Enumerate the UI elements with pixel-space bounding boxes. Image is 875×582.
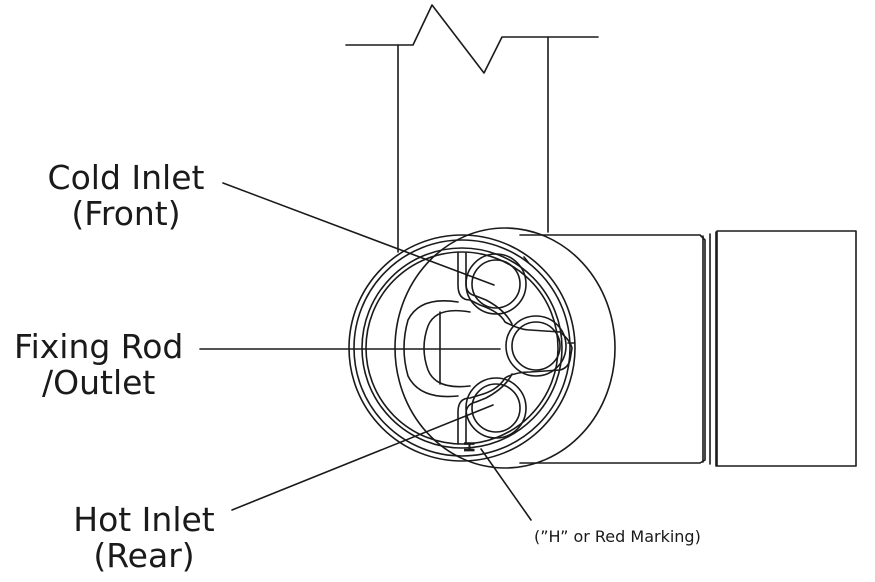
- drum-back-ellipse: [394, 227, 616, 469]
- fixing-rod-label: Fixing Rod /Outlet: [14, 329, 183, 401]
- outlet-recess: [403, 300, 459, 398]
- hot-inlet-leader: [231, 404, 494, 511]
- face-ring-2: [353, 239, 571, 457]
- face-tick-top: [523, 256, 529, 263]
- cold-inlet-label-line1: Cold Inlet: [47, 158, 205, 197]
- cold-inlet-port-outer: [465, 253, 527, 315]
- cold-inlet-label-line2: (Front): [71, 194, 181, 233]
- fixing-rod-label-line2: /Outlet: [42, 363, 156, 402]
- hot-inlet-port-outer: [465, 377, 527, 439]
- hot-inlet-label: Hot Inlet (Rear): [72, 502, 216, 574]
- cold-inlet-label: Cold Inlet (Front): [46, 160, 206, 232]
- outlet-port-outer: [505, 315, 567, 377]
- hot-marker-letter: H: [460, 441, 476, 453]
- cold-inlet-port-inner: [471, 259, 521, 309]
- valve-body: [519, 234, 706, 464]
- cold-inlet-leader: [222, 182, 495, 286]
- outlet-recess-inner: [423, 309, 471, 388]
- hot-inlet-label-line2: (Rear): [93, 536, 195, 575]
- hot-marking-leader: [480, 448, 532, 521]
- face-outer-ring: [348, 234, 576, 462]
- fixing-rod-label-line1: Fixing Rod: [14, 327, 184, 366]
- pipe-break-line: [345, 4, 599, 74]
- handle-block: [716, 230, 857, 467]
- face-ring-3: [361, 247, 563, 449]
- outlet-port-inner: [511, 321, 561, 371]
- hot-inlet-port-inner: [471, 383, 521, 433]
- face-ring-4: [365, 251, 559, 445]
- cartridge-outline: [457, 251, 573, 445]
- hot-marking-note: (”H” or Red Marking): [534, 527, 701, 546]
- hot-inlet-label-line1: Hot Inlet: [73, 500, 215, 539]
